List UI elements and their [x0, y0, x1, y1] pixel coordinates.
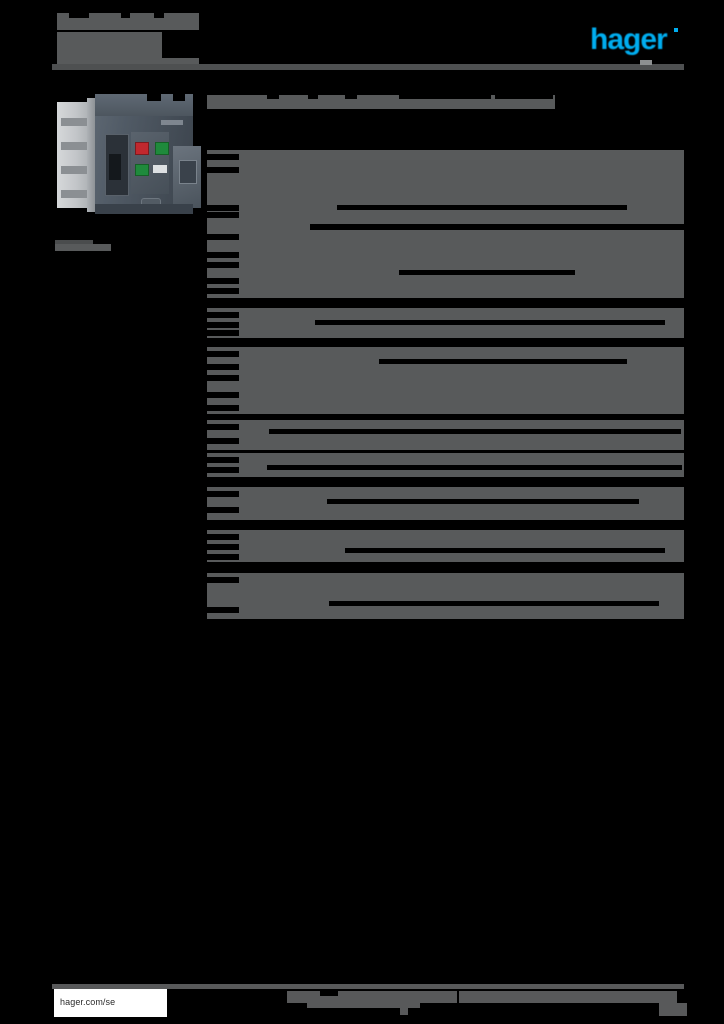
row-label-notch — [207, 467, 239, 473]
rail-slot — [61, 118, 95, 126]
table-row — [207, 150, 684, 224]
product-top-notch — [173, 94, 185, 101]
footer-url-text[interactable]: hager.com/se — [60, 997, 116, 1007]
row-label-notch — [207, 507, 239, 513]
row-leader-rule — [329, 601, 659, 606]
title-notch — [121, 13, 130, 18]
row-label-notch — [207, 375, 239, 381]
section-heading-redacted — [207, 95, 555, 109]
row-label-notch — [207, 392, 239, 398]
row-label-notch — [207, 554, 239, 560]
title-notch — [69, 13, 89, 18]
product-caption-redacted — [55, 244, 111, 251]
row-label-notch — [207, 607, 239, 613]
row-label-notch — [207, 288, 239, 294]
heading-notch — [267, 95, 279, 99]
product-trip-unit-display — [179, 160, 197, 184]
hager-logo: hager — [590, 23, 668, 56]
row-label-notch — [207, 262, 239, 268]
footer-divider — [52, 984, 684, 989]
row-label-notch — [207, 351, 239, 357]
row-label-notch — [207, 212, 239, 218]
product-base — [95, 204, 193, 214]
row-leader-rule — [337, 205, 627, 210]
product-reset-button-icon — [153, 165, 167, 173]
footer-center-text-redacted-2 — [307, 1003, 420, 1008]
table-row — [207, 420, 684, 450]
table-row — [207, 308, 684, 338]
footer-center-notch — [320, 991, 338, 996]
row-label-notch — [207, 424, 239, 430]
product-top-notch — [147, 94, 161, 101]
table-row — [207, 530, 684, 562]
footer-center-text-redacted — [287, 991, 457, 1003]
row-label-notch — [207, 154, 239, 160]
footer-url-box — [54, 989, 167, 1017]
table-row — [207, 347, 684, 414]
row-label-notch — [207, 457, 239, 463]
row-label-notch — [207, 322, 239, 328]
product-indicator-window-inner — [109, 154, 121, 180]
table-row — [207, 487, 684, 520]
table-row — [207, 573, 684, 619]
footer-center-text-redacted-3 — [459, 991, 677, 1003]
title-line-1-redacted — [57, 13, 199, 30]
product-photo — [53, 88, 211, 216]
heading-notch — [399, 95, 491, 99]
rail-slot — [61, 142, 95, 150]
product-top-cap — [95, 94, 211, 116]
row-label-notch — [207, 534, 239, 540]
product-charge-button-icon — [135, 164, 149, 176]
row-label-notch — [207, 491, 239, 497]
row-label-notch — [207, 278, 239, 284]
heading-notch — [345, 95, 357, 99]
product-caption-line-1-redacted — [55, 240, 93, 244]
row-label-notch — [207, 577, 239, 583]
row-label-notch — [207, 205, 239, 211]
row-leader-rule — [267, 465, 682, 470]
table-row — [207, 453, 684, 477]
row-label-notch — [207, 330, 239, 336]
footer-page-number-redacted — [659, 1003, 687, 1016]
row-label-notch — [207, 364, 239, 370]
product-brand-mark — [161, 120, 183, 125]
product-top-notch — [199, 94, 211, 101]
heading-notch — [495, 95, 553, 99]
row-leader-rule — [399, 270, 575, 275]
title-line-2-redacted — [57, 32, 162, 58]
logo-trademark-mark — [674, 28, 678, 32]
title-line-2b-redacted — [57, 58, 199, 66]
product-open-button-icon — [135, 142, 149, 155]
row-leader-rule — [379, 359, 627, 364]
table-row — [207, 230, 684, 298]
header-divider-tab — [640, 60, 652, 65]
heading-notch — [308, 95, 318, 99]
row-leader-rule — [345, 548, 665, 553]
product-close-button-icon — [155, 142, 169, 155]
row-label-notch — [207, 544, 239, 550]
row-label-notch — [207, 438, 239, 444]
footer-center-stem — [400, 1003, 408, 1015]
row-leader-rule — [327, 499, 639, 504]
row-label-notch — [207, 405, 239, 411]
row-leader-rule — [315, 320, 665, 325]
row-leader-rule — [269, 429, 681, 434]
row-label-notch — [207, 234, 239, 240]
rail-slot — [61, 166, 95, 174]
title-notch — [154, 13, 164, 18]
row-label-notch — [207, 312, 239, 318]
row-label-notch — [207, 167, 239, 173]
rail-slot — [61, 190, 95, 198]
header-divider — [52, 64, 684, 70]
row-label-notch — [207, 252, 239, 258]
